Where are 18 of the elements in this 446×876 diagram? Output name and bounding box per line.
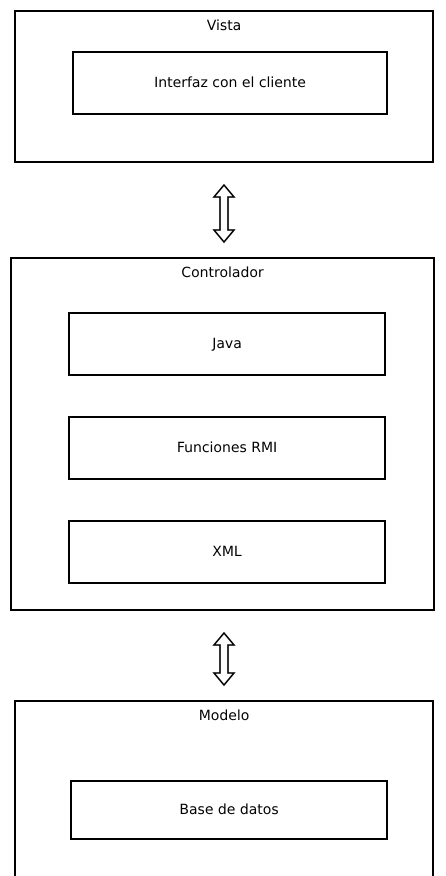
layer-box xyxy=(14,700,434,876)
layer-title: Vista xyxy=(206,18,242,34)
component-box xyxy=(72,51,388,115)
component-label: XML xyxy=(211,544,243,560)
component-label: Funciones RMI xyxy=(176,440,278,456)
double-arrow xyxy=(212,184,236,244)
double-arrow xyxy=(212,632,236,686)
layer-title: Controlador xyxy=(180,265,265,281)
component-box xyxy=(68,416,386,480)
component-box xyxy=(68,520,386,584)
component-box xyxy=(68,312,386,376)
component-box xyxy=(70,780,388,840)
component-label: Base de datos xyxy=(178,802,280,818)
layer-title: Modelo xyxy=(198,708,250,724)
component-label: Java xyxy=(210,336,243,352)
component-label: Interfaz con el cliente xyxy=(153,75,307,91)
layer-box xyxy=(10,257,435,611)
layer-box xyxy=(14,10,434,163)
